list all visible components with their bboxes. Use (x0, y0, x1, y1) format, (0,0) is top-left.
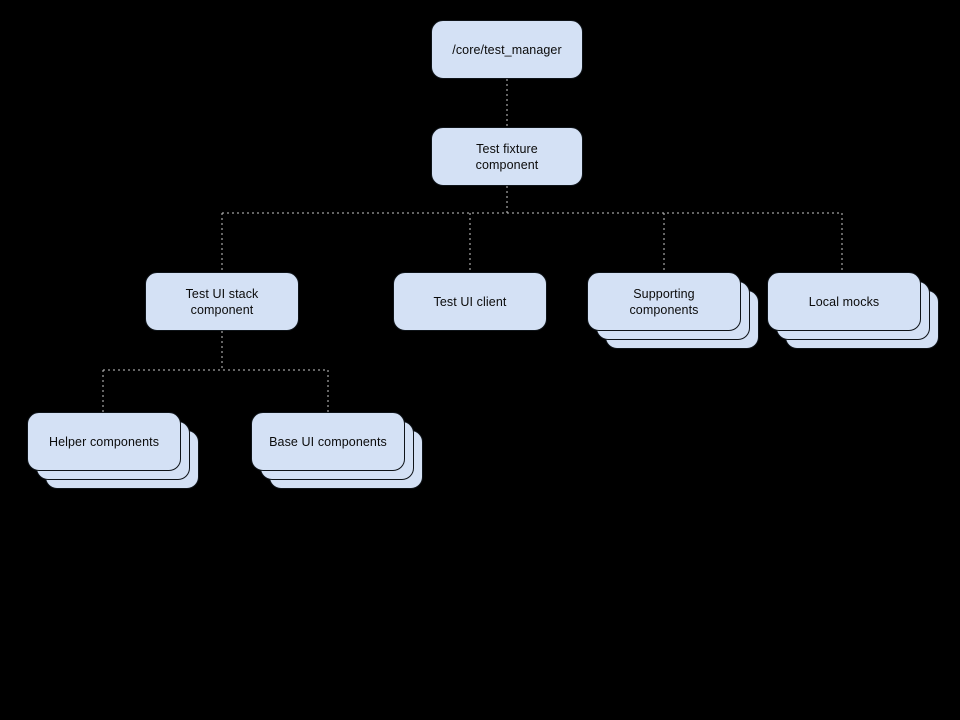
node-test-fixture-component[interactable]: Test fixture component (431, 127, 583, 186)
node-core-test-manager-label: /core/test_manager (452, 42, 562, 57)
node-test-ui-client-card (393, 272, 547, 331)
node-test-fixture-component-label: Test fixture component (475, 141, 539, 172)
node-test-ui-stack-component-card (145, 272, 299, 331)
node-supporting-components[interactable]: Supporting components (587, 272, 759, 349)
node-test-fixture-component-card (431, 127, 583, 186)
node-base-ui-components[interactable]: Base UI components (251, 412, 423, 489)
node-local-mocks[interactable]: Local mocks (767, 272, 939, 349)
node-test-ui-stack-component-label: Test UI stack component (185, 286, 259, 317)
node-test-ui-client-label: Test UI client (433, 294, 507, 309)
node-helper-components-card (27, 412, 181, 471)
node-base-ui-components-card (251, 412, 405, 471)
node-test-ui-stack-component[interactable]: Test UI stack component (145, 272, 299, 331)
node-local-mocks-label: Local mocks (808, 294, 880, 309)
node-local-mocks-card (767, 272, 921, 331)
node-supporting-components-card (587, 272, 741, 331)
node-helper-components-label: Helper components (48, 434, 160, 449)
node-base-ui-components-label: Base UI components (269, 434, 387, 449)
node-core-test-manager[interactable]: /core/test_manager (431, 20, 583, 79)
node-test-ui-client[interactable]: Test UI client (393, 272, 547, 331)
node-core-test-manager-card (431, 20, 583, 79)
node-helper-components[interactable]: Helper components (27, 412, 199, 489)
node-supporting-components-label: Supporting components (629, 286, 699, 317)
